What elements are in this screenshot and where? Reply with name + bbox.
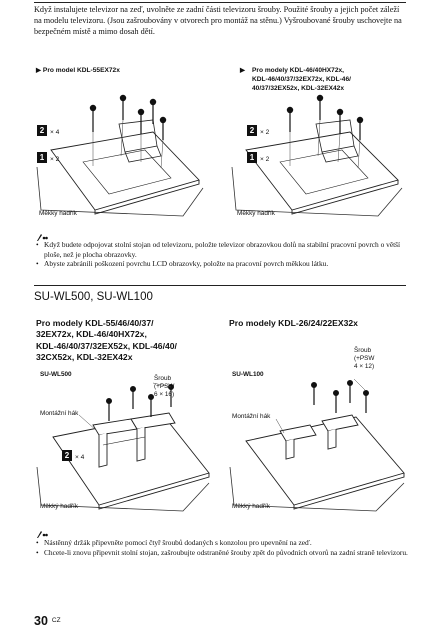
section-title: SU-WL500, SU-WL100 (34, 291, 153, 303)
figure-right-caption-line: Pro modely KDL-46/40HX72x, (252, 67, 344, 74)
figure-right-count-bottom: × 2 (260, 156, 270, 163)
section-rule (34, 285, 406, 286)
bullet-icon: • (36, 240, 39, 249)
tv-back-panel (245, 131, 399, 215)
figure-left-badge-top: 2 (37, 125, 47, 136)
left-model-label: SU-WL500 (40, 371, 72, 378)
soft-cloth-shape (231, 166, 403, 217)
notes-list-1: • Když budete odpojovat stolní stojan od… (36, 240, 408, 269)
note-item: • Abyste zabránili poškození povrchu LCD… (36, 259, 329, 269)
figure-left-badge-bottom: 1 (37, 152, 47, 163)
wall-mount-hooks (279, 414, 359, 460)
tv-back-panel (50, 131, 200, 215)
figure-left-tv-illustration (36, 94, 204, 217)
left-column-heading: Pro modely KDL-55/46/40/37/ 32EX72x, KDL… (36, 318, 177, 363)
figure-right-badge-top: 2 (247, 125, 257, 136)
leader-lines (275, 378, 367, 434)
left-count: × 4 (75, 454, 85, 461)
leader-lines (78, 382, 172, 432)
notes-list-2: • Nástěnný držák připevněte pomocí čtyř … (36, 538, 408, 557)
figure-left-caption-text: Pro model KDL-55EX72x (42, 67, 120, 74)
intro-paragraph: Když instalujete televizor na zeď, uvoln… (34, 5, 402, 36)
triangle-bullet-icon: ▶ (36, 67, 42, 74)
screw-icons (105, 384, 175, 421)
figure-right-cloth-label: Měkký hadřík (237, 210, 276, 217)
left-hook-label: Montážní hák (40, 410, 79, 417)
triangle-bullet-icon: ▶ (240, 67, 246, 74)
note-item: • Když budete odpojovat stolní stojan od… (36, 240, 401, 259)
left-wall-mount-illustration (36, 382, 210, 512)
figure-right-tv-illustration (231, 94, 403, 217)
screw-icons (89, 94, 167, 140)
left-badge: 2 (62, 450, 72, 461)
screw-icons (310, 379, 370, 413)
right-column-heading: Pro modely KDL-26/24/22EX32x (229, 318, 358, 328)
note-item: • Chcete-li znovu připevnit stolní stoja… (36, 547, 408, 557)
soft-cloth-shape (36, 466, 210, 512)
screw-icons (286, 94, 364, 140)
right-screw-label: Šroub (+PSW 4 × 12) (354, 347, 375, 370)
tv-back-panel (245, 416, 405, 510)
right-cloth-label: Měkký hadřík (232, 503, 271, 510)
leader-lines (289, 119, 361, 169)
bullet-icon: • (36, 259, 39, 269)
right-model-label: SU-WL100 (232, 371, 264, 378)
note-item: • Nástěnný držák připevněte pomocí čtyř … (36, 538, 312, 547)
figure-left-count-top: × 4 (50, 129, 60, 136)
figure-left-cloth-label: Měkký hadřík (39, 210, 78, 217)
top-rule (34, 2, 406, 3)
figure-left-caption: ▶ Pro model KDL-55EX72x (36, 66, 120, 75)
figure-left-count-bottom: × 2 (50, 156, 60, 163)
bullet-icon: • (36, 547, 39, 557)
figure-right-badge-bottom: 1 (247, 152, 257, 163)
note-icon (36, 229, 48, 241)
soft-cloth-shape (229, 466, 405, 512)
figure-right-caption-line: 40/37/32EX52x, KDL-32EX42x (252, 85, 345, 92)
right-hook-label: Montážní hák (232, 413, 271, 420)
bullet-icon: • (36, 538, 39, 547)
soft-cloth-shape (36, 166, 204, 217)
figure-right-count-top: × 2 (260, 129, 270, 136)
page-number: 30 CZ (34, 614, 61, 628)
stand-bracket (315, 119, 359, 163)
figure-right-caption-line: KDL-46/40/37/32EX72x, KDL-46/ (252, 76, 351, 83)
right-wall-mount-illustration (229, 378, 405, 512)
leader-lines (92, 119, 164, 169)
figure-right-caption: ▶ Pro modely KDL-46/40HX72x, KDL-46/40/3… (240, 66, 351, 93)
left-cloth-label: Měkký hadřík (40, 503, 79, 510)
stand-bracket (118, 119, 162, 163)
note-icon (36, 526, 48, 538)
wall-mount-hooks (92, 412, 176, 468)
left-screw-label: Šroub (+PSW 6 × 16) (154, 375, 175, 398)
